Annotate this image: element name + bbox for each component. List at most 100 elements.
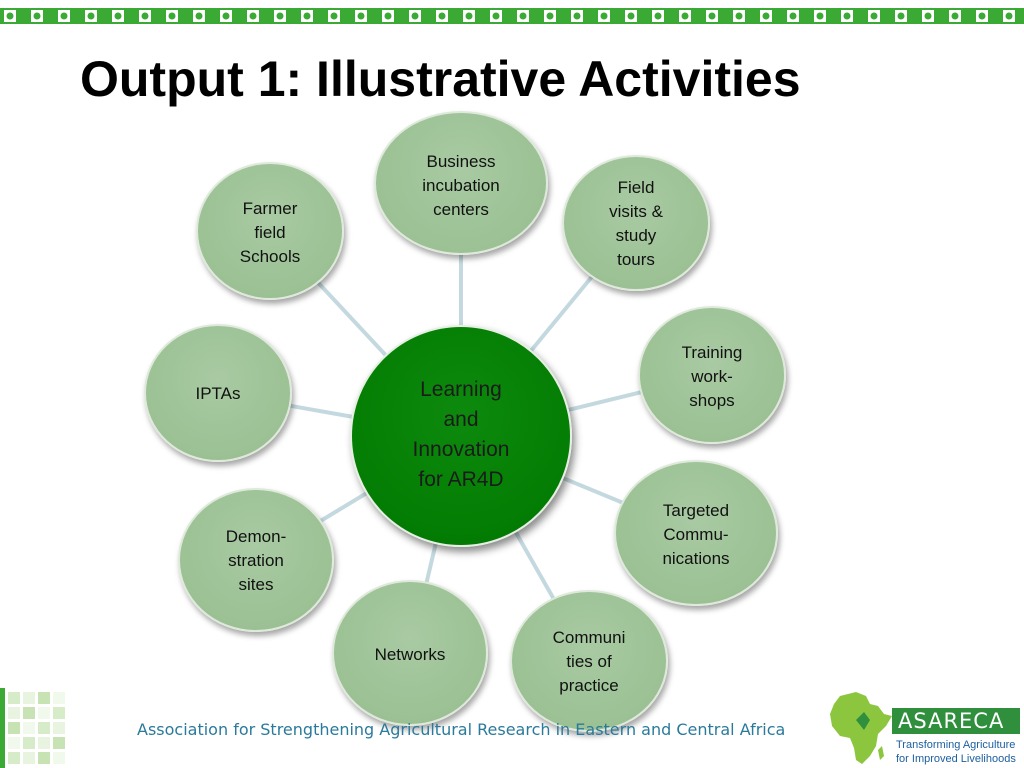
- connector-line: [314, 490, 369, 526]
- node-line: Farmer: [242, 199, 298, 218]
- strip-dot: [6, 12, 14, 20]
- node-farmer-field-schools: Farmer field Schools: [196, 162, 344, 300]
- strip-dot: [1005, 12, 1013, 20]
- strip-dot: [681, 12, 689, 20]
- node-line: Commu-: [663, 525, 729, 544]
- footer-square: [53, 707, 65, 719]
- africa-map-icon: [830, 692, 892, 764]
- footer-square: [8, 722, 20, 734]
- node-line: Training: [681, 343, 743, 362]
- strip-dot: [573, 12, 581, 20]
- strip-dot: [33, 12, 41, 20]
- strip-dot: [438, 12, 446, 20]
- footer-square: [8, 692, 20, 704]
- node-line: incubation: [422, 176, 500, 195]
- footer-square: [53, 737, 65, 749]
- node-line: nications: [662, 549, 730, 568]
- connector-line: [560, 475, 632, 508]
- node-business-incubation-centers: Business incubation centers: [374, 111, 548, 255]
- footer-square: [38, 737, 50, 749]
- node-iptas: IPTAs: [144, 324, 292, 462]
- footer-organization-name: Association for Strengthening Agricultur…: [137, 720, 786, 739]
- connector-line: [424, 541, 439, 585]
- footer-square: [53, 752, 65, 764]
- node-communities-of-practice: Communi ties of practice: [510, 590, 668, 732]
- strip-dot: [816, 12, 824, 20]
- logo-wordmark: ASARECA: [892, 708, 1020, 734]
- connector-line: [283, 402, 355, 419]
- node-line: Targeted: [662, 501, 730, 520]
- node-line: work-: [691, 367, 733, 386]
- strip-dot: [843, 12, 851, 20]
- strip-dot: [762, 12, 770, 20]
- strip-dot: [924, 12, 932, 20]
- footer-square: [23, 752, 35, 764]
- strip-dot: [222, 12, 230, 20]
- footer-square: [8, 737, 20, 749]
- strip-dot: [870, 12, 878, 20]
- footer-accent-bar: [0, 688, 5, 768]
- connector-line: [528, 272, 596, 354]
- footer-square: [8, 707, 20, 719]
- strip-dot: [168, 12, 176, 20]
- connector-line: [566, 388, 648, 413]
- strip-dot: [627, 12, 635, 20]
- footer-square: [53, 722, 65, 734]
- strip-dot: [519, 12, 527, 20]
- footer-decorative-squares: [0, 688, 65, 768]
- strip-dot: [600, 12, 608, 20]
- node-line: Demon-: [225, 527, 287, 546]
- strip-dot: [735, 12, 743, 20]
- strip-dot: [276, 12, 284, 20]
- node-training-workshops: Training work- shops: [638, 306, 786, 444]
- node-line: field: [254, 223, 286, 242]
- node-line: ties of: [566, 652, 612, 671]
- node-line: tours: [617, 250, 655, 269]
- strip-dot: [384, 12, 392, 20]
- asareca-logo: ASARECA Transforming Agriculture for Imp…: [826, 690, 1024, 768]
- node-line: stration: [228, 551, 284, 570]
- strip-dot: [951, 12, 959, 20]
- hub-line: Innovation: [412, 438, 510, 461]
- node-line: visits &: [609, 202, 663, 221]
- node-line: shops: [689, 391, 735, 410]
- strip-dot: [114, 12, 122, 20]
- strip-dot: [789, 12, 797, 20]
- node-line: Networks: [374, 645, 446, 664]
- page-title: Output 1: Illustrative Activities: [80, 51, 801, 107]
- hub-line: and: [443, 408, 479, 431]
- node-line: study: [615, 226, 657, 245]
- hub-node-learning-innovation: Learning and Innovation for AR4D: [350, 325, 572, 547]
- node-line: IPTAs: [195, 384, 241, 403]
- node-line: practice: [559, 676, 619, 695]
- strip-dot: [897, 12, 905, 20]
- node-line: Field: [617, 178, 655, 197]
- logo-tagline-line: Transforming Agriculture: [896, 739, 1016, 751]
- strip-dot: [546, 12, 554, 20]
- strip-dot: [87, 12, 95, 20]
- logo-tagline: Transforming Agriculture for Improved Li…: [896, 738, 1024, 766]
- top-decorative-strip: [0, 8, 1024, 24]
- footer-square: [8, 752, 20, 764]
- strip-dot: [411, 12, 419, 20]
- hub-line: for AR4D: [418, 468, 504, 491]
- strip-dot: [60, 12, 68, 20]
- footer-square: [38, 692, 50, 704]
- footer-square: [38, 722, 50, 734]
- footer-square: [38, 707, 50, 719]
- strip-dot: [249, 12, 257, 20]
- strip-dot: [465, 12, 473, 20]
- footer-square: [53, 692, 65, 704]
- strip-dot: [195, 12, 203, 20]
- strip-dot: [141, 12, 149, 20]
- footer-square: [23, 707, 35, 719]
- footer-square: [23, 692, 35, 704]
- logo-tagline-line: for Improved Livelihoods: [896, 753, 1016, 765]
- hub-line: Learning: [420, 378, 502, 401]
- node-line: centers: [433, 200, 489, 219]
- footer-square: [23, 737, 35, 749]
- strip-dot: [303, 12, 311, 20]
- node-targeted-communications: Targeted Commu- nications: [614, 460, 778, 606]
- strip-dot: [978, 12, 986, 20]
